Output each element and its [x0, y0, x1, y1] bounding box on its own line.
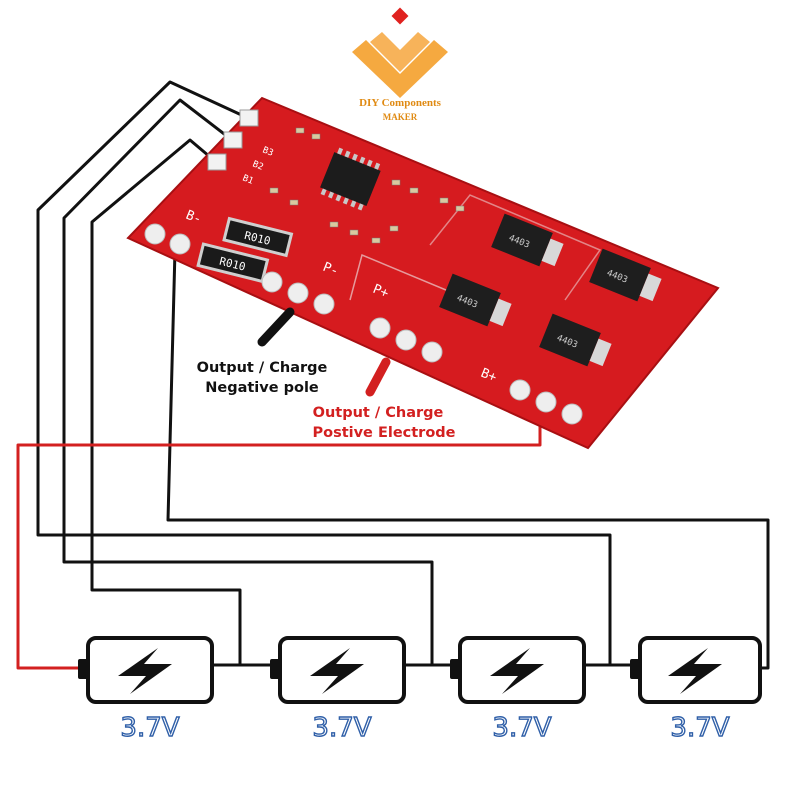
positive-label-line1: Output / Charge — [313, 405, 444, 421]
battery-2-voltage: 3.7V — [312, 713, 371, 743]
battery-terminal — [450, 659, 460, 679]
negative-label-line2: Negative pole — [205, 380, 319, 396]
output-negative-lead — [257, 307, 295, 347]
battery-3-voltage: 3.7V — [492, 713, 551, 743]
pad-b1 — [207, 153, 227, 171]
pad-label-p-plus: P+ — [371, 282, 391, 302]
sense-resistor-2: R010 — [196, 242, 270, 284]
smd-passives — [269, 127, 465, 244]
pad-strip-p-plus — [369, 317, 443, 363]
pad-strip-b-plus — [509, 379, 583, 425]
pad-strip-b-minus — [144, 223, 191, 255]
pad-b3 — [239, 109, 259, 127]
balance-wires — [36, 80, 770, 670]
logo-chevron-inner-icon — [370, 32, 430, 72]
mosfet-2: 4403 — [589, 248, 662, 302]
pad-strip-p-minus — [261, 271, 335, 315]
battery-4-voltage: 3.7V — [670, 713, 729, 743]
resistor-1-label: R010 — [243, 229, 272, 248]
battery-4: 3.7V — [630, 636, 762, 744]
pad-label-b-plus: B+ — [479, 366, 499, 386]
negative-label-line1: Output / Charge — [197, 360, 328, 376]
mosfet-3: 4403 — [439, 273, 512, 327]
battery-2: 3.7V — [270, 636, 406, 744]
pad-b2 — [223, 131, 243, 149]
ic-body — [320, 152, 381, 207]
lightning-icon — [118, 648, 172, 694]
positive-label-line2: Postive Electrode — [312, 425, 455, 441]
control-ic — [320, 147, 381, 211]
wire-b2 — [62, 98, 434, 665]
pad-label-b1: B1 — [241, 174, 255, 187]
battery-terminal — [270, 659, 280, 679]
battery-3: 3.7V — [450, 636, 586, 744]
logo-diamond-icon — [391, 7, 409, 25]
brand-logo: DIY Components MAKER — [352, 7, 448, 122]
pad-label-b-minus: B- — [184, 208, 204, 228]
battery-terminal — [78, 659, 88, 679]
sense-resistor-1: R010 — [222, 216, 294, 258]
pad-label-p-minus: P- — [321, 260, 341, 280]
lightning-icon — [310, 648, 364, 694]
pcb-trace-divider — [349, 253, 471, 301]
brand-name: DIY Components — [359, 97, 442, 109]
mosfet-4: 4403 — [539, 313, 612, 367]
mosfet-1: 4403 — [491, 213, 564, 267]
pcb-body — [126, 96, 720, 450]
bms-board: R010 R010 4403 4403 4403 4403 B- — [126, 96, 720, 450]
brand-tagline: MAKER — [383, 112, 418, 122]
pad-label-b2: B2 — [251, 160, 265, 173]
wire-b1 — [90, 138, 242, 665]
wire-b-plus-red — [16, 418, 542, 670]
battery-terminal — [630, 659, 640, 679]
battery-1: 3.7V — [78, 636, 214, 744]
lightning-icon — [668, 648, 722, 694]
resistor-2-label: R010 — [218, 255, 247, 274]
pcb-trace-fet-area — [429, 194, 602, 301]
wire-b-minus — [166, 249, 770, 670]
balance-pads — [207, 109, 259, 171]
battery-1-voltage: 3.7V — [120, 713, 179, 743]
logo-chevron-icon — [352, 40, 448, 98]
pad-label-b3: B3 — [261, 146, 275, 159]
lightning-icon — [490, 648, 544, 694]
output-positive-lead — [365, 357, 391, 397]
wire-b3 — [36, 80, 612, 665]
